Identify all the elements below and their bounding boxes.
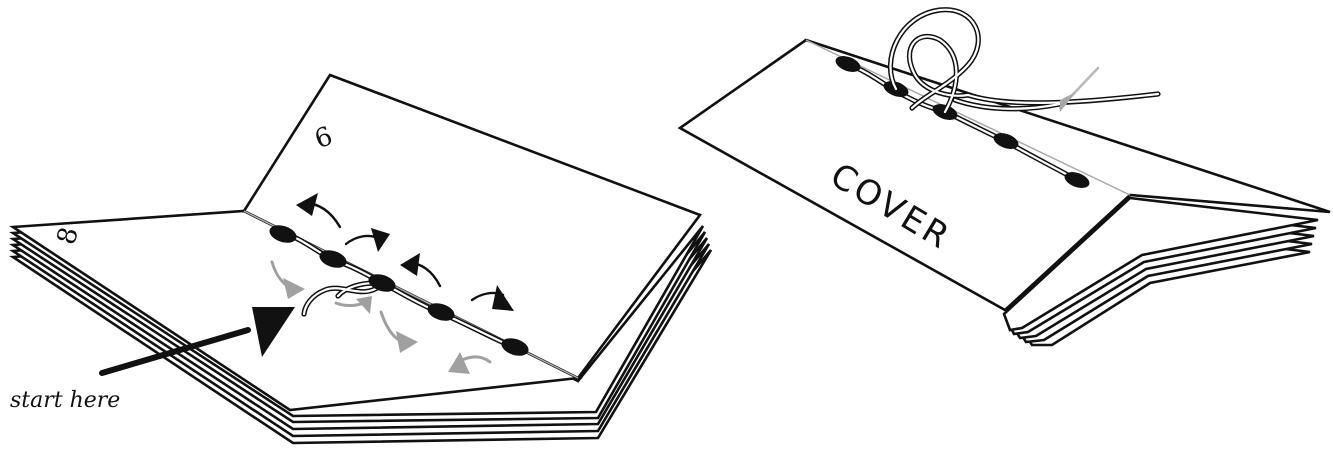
start-here-caption: start here <box>10 388 120 413</box>
cover-sheet <box>680 40 1330 310</box>
open-booklet-figure: 8 9 <box>10 75 711 443</box>
closed-booklet-figure: COVER <box>680 10 1330 345</box>
needle-icon <box>1060 68 1098 112</box>
thread-knot <box>890 10 1158 112</box>
